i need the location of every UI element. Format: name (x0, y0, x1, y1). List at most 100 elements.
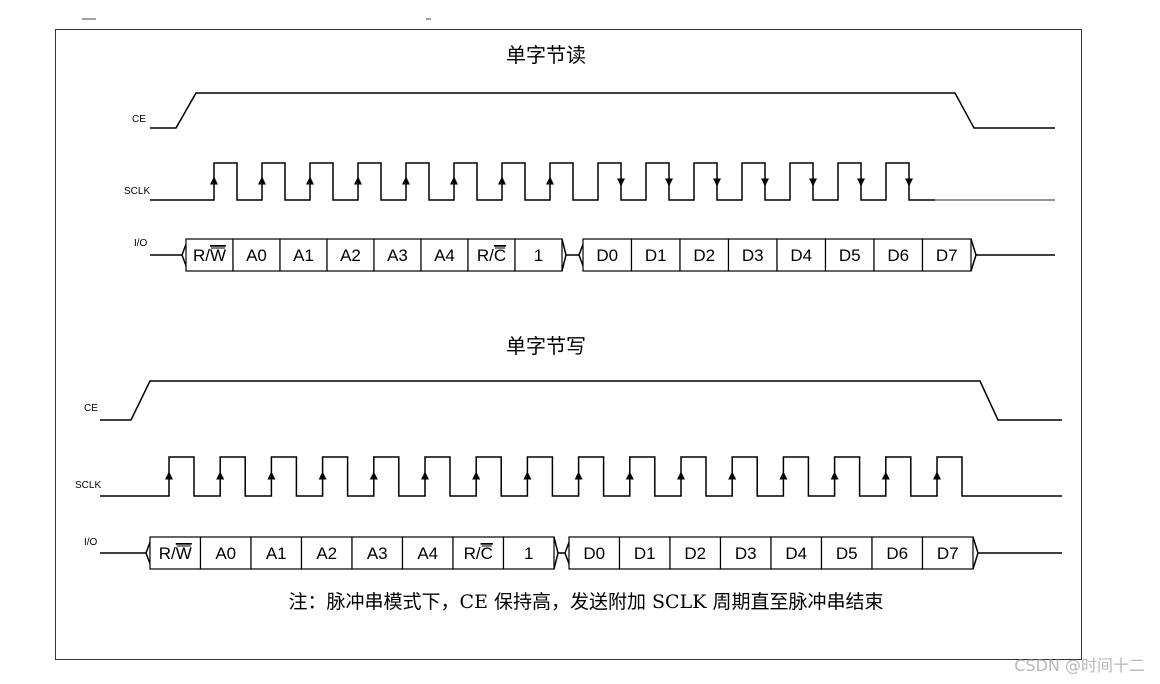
data-bit-cell (820, 536, 873, 570)
rising-edge-arrow (881, 471, 890, 480)
address-bit-cell (199, 536, 252, 570)
rising-edge-arrow (933, 471, 941, 480)
data-bit-label: D5 (839, 246, 861, 265)
read-ce-waveform (150, 92, 1055, 129)
rising-edge-arrow (354, 176, 362, 185)
burst-mode-note: 注：脉冲串模式下，CE 保持高，发送附加 SCLK 周期直至脉冲串结束 (289, 591, 884, 613)
rising-edge-arrow (421, 471, 429, 480)
diagram-frame (55, 29, 1082, 660)
data-bit-cell (824, 238, 875, 272)
data-bit-label: D3 (735, 544, 757, 563)
read-sclk-label: SCLK (124, 186, 150, 197)
data-bit-label: D2 (693, 246, 715, 265)
address-bit-cell (401, 536, 454, 570)
data-bit-cell (719, 536, 772, 570)
rising-edge-arrow (318, 471, 327, 480)
address-bit-label: A4 (434, 246, 455, 265)
data-bit-label: D7 (936, 246, 958, 265)
rising-edge-arrow (258, 176, 266, 185)
rising-edge-arrow (450, 176, 458, 185)
data-bit-label: D6 (887, 246, 909, 265)
address-bit-cell (185, 238, 234, 272)
write-io-label: I/O (84, 537, 98, 548)
rising-edge-arrow (472, 471, 481, 480)
rising-edge-arrow (402, 176, 410, 185)
data-bit-cell (618, 536, 671, 570)
data-bit-cell (568, 536, 621, 570)
read-io-label: I/O (134, 238, 148, 249)
address-bit-label: R/C (477, 246, 506, 265)
address-bit-label: A1 (293, 246, 314, 265)
address-bit-label: 1 (524, 544, 533, 563)
write-ce-label: CE (84, 403, 98, 414)
address-bit-cell (232, 238, 281, 272)
write-sclk-label: SCLK (75, 480, 101, 491)
data-bit-label: D6 (886, 544, 908, 563)
data-bit-label: D5 (836, 544, 858, 563)
address-bit-cell (502, 536, 555, 570)
address-bit-label: A0 (246, 246, 267, 265)
rising-edge-arrow (369, 471, 378, 480)
address-bit-label: A2 (340, 246, 361, 265)
address-bit-cell (351, 536, 404, 570)
rising-edge-arrow (625, 471, 634, 480)
read-sclk-waveform (150, 162, 1055, 201)
data-bit-label: D2 (684, 544, 706, 563)
data-bit-cell (776, 238, 827, 272)
rising-edge-arrow (779, 471, 788, 480)
read-title: 单字节读 (506, 43, 586, 67)
address-bit-cell (250, 536, 303, 570)
address-bit-label: R/W (159, 544, 192, 563)
address-bit-label: A2 (316, 544, 337, 563)
data-bit-cell (770, 536, 823, 570)
address-bit-cell (452, 536, 505, 570)
data-bit-label: D7 (937, 544, 959, 563)
address-bit-label: A0 (215, 544, 236, 563)
address-bit-cell (300, 536, 353, 570)
rising-edge-arrow (574, 471, 583, 480)
address-bit-label: A4 (417, 544, 438, 563)
csdn-watermark: CSDN @时间十二 (1014, 656, 1145, 675)
data-bit-cell (873, 238, 924, 272)
rising-edge-arrow (830, 471, 839, 480)
rising-edge-arrow (546, 176, 554, 185)
address-bit-label: 1 (534, 246, 543, 265)
address-bit-label: A3 (367, 544, 388, 563)
rising-edge-arrow (498, 176, 506, 185)
rising-edge-arrow (728, 471, 737, 480)
rising-edge-arrow (523, 471, 532, 480)
write-title: 单字节写 (506, 334, 586, 358)
rising-edge-arrow (216, 471, 225, 480)
data-bit-cell (871, 536, 924, 570)
falling-edge-arrow (617, 178, 625, 187)
data-bit-cell (921, 536, 974, 570)
rising-edge-arrow (165, 471, 173, 480)
falling-edge-arrow (713, 178, 721, 187)
data-bit-cell (582, 238, 633, 272)
data-bit-label: D1 (645, 246, 667, 265)
address-bit-cell (514, 238, 563, 272)
sclk-line (150, 162, 935, 201)
address-bit-label: A1 (266, 544, 287, 563)
write-sclk-waveform (100, 456, 1062, 497)
data-bit-label: D4 (785, 544, 807, 563)
rising-edge-arrow (210, 176, 218, 185)
data-bit-cell (669, 536, 722, 570)
write-ce-waveform (100, 380, 1062, 421)
data-bit-label: D0 (596, 246, 618, 265)
sclk-line (100, 456, 1062, 497)
read-ce-label: CE (132, 114, 146, 125)
falling-edge-arrow (905, 178, 913, 187)
data-bit-label: D0 (583, 544, 605, 563)
data-bit-cell (630, 238, 681, 272)
rising-edge-arrow (306, 176, 314, 185)
rising-edge-arrow (677, 471, 685, 480)
data-bit-cell (679, 238, 730, 272)
address-bit-label: R/C (464, 544, 493, 563)
data-bit-label: D3 (742, 246, 764, 265)
address-bit-label: A3 (387, 246, 408, 265)
falling-edge-arrow (665, 178, 673, 187)
